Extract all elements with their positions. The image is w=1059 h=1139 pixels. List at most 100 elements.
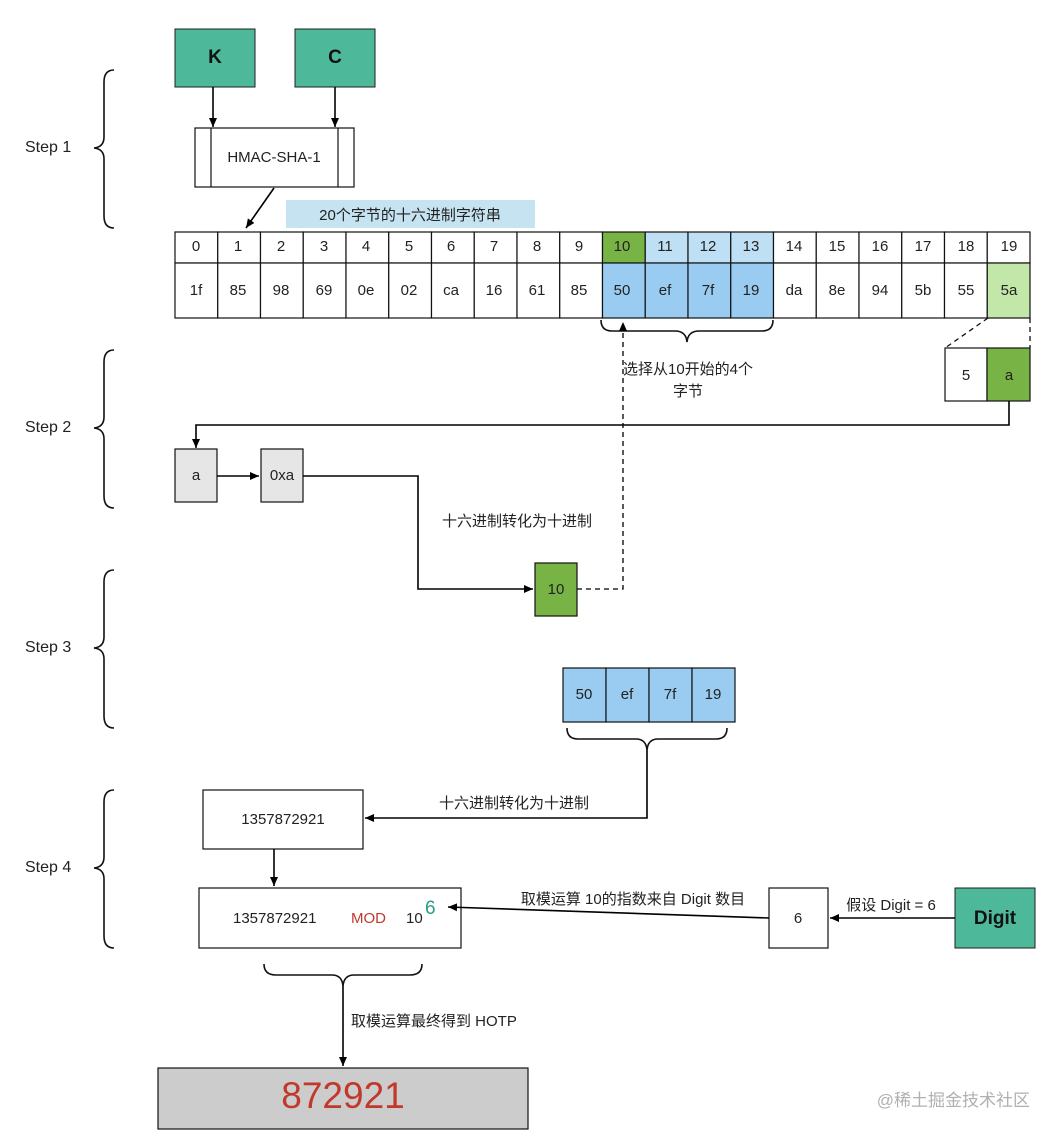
byte-index-cell: [730, 231, 775, 264]
step-3-brace: [93, 569, 115, 729]
select-caption-line-2: 字节: [673, 383, 703, 400]
byte-value-cell: [516, 262, 561, 319]
byte-index-cell: [772, 231, 817, 264]
byte-index: 8: [533, 238, 541, 255]
byte-value-cell: [259, 262, 304, 319]
mod-result-brace: [263, 963, 423, 987]
mod-number: 1357872921: [233, 910, 316, 927]
selected-byte-label: 7f: [664, 686, 677, 703]
hotp-caption: 取模运算最终得到 HOTP: [351, 1012, 517, 1030]
selected-byte-box: [691, 667, 736, 723]
byte-value: 55: [958, 282, 975, 299]
byte-value-cell: [815, 262, 860, 319]
byte-value: 1f: [190, 282, 203, 299]
selected-byte-label: 50: [576, 686, 593, 703]
byte-index: 13: [743, 238, 760, 255]
byte-value-cell: [345, 262, 390, 319]
byte-index: 0: [192, 238, 200, 255]
byte-value-cell: [601, 262, 646, 319]
key-k-label: K: [208, 47, 222, 68]
hex-to-decimal-arrow: [303, 475, 533, 593]
byte-index: 12: [700, 238, 717, 255]
low-nibble-label: a: [1005, 367, 1014, 384]
step-1-brace: [93, 69, 115, 229]
hex-label: 0xa: [270, 467, 295, 484]
byte-index: 11: [657, 238, 673, 255]
selected-byte-label: 19: [705, 686, 722, 703]
digit-value-label: 6: [794, 910, 802, 927]
offset-label: 10: [548, 581, 565, 598]
byte-index: 3: [320, 238, 328, 255]
byte-index: 7: [490, 238, 498, 255]
byte-value-cell: [687, 262, 732, 319]
hotp-box: [157, 1067, 529, 1130]
watermark: @稀土掘金技术社区: [877, 1091, 1030, 1110]
step-3-bytes-brace: [566, 727, 728, 751]
byte-value-cell: [174, 262, 219, 319]
byte-index: 6: [447, 238, 455, 255]
byte-value-cell: [901, 262, 946, 319]
byte-index-cell: [687, 231, 732, 264]
byte-index-cell: [388, 231, 433, 264]
byte-value: 94: [872, 282, 889, 299]
mod-caption: 取模运算 10的指数来自 Digit 数目: [521, 890, 745, 908]
low-nibble-box: [986, 347, 1031, 402]
byte-value: 69: [316, 282, 333, 299]
byte-table: [174, 231, 1031, 319]
byte-value: 5b: [915, 282, 932, 299]
byte-index: 1: [234, 238, 242, 255]
digit-input-label: Digit: [974, 908, 1017, 929]
bytes-caption-bg: [286, 200, 535, 228]
mod-expression-box: [198, 887, 462, 949]
byte-value: 16: [486, 282, 503, 299]
bytes-caption: 20个字节的十六进制字符串: [319, 207, 501, 224]
byte-index-cell: [430, 231, 475, 264]
byte-index: 17: [915, 238, 932, 255]
binary-number-box: [202, 789, 364, 850]
byte-value: 85: [571, 282, 588, 299]
byte-value: 19: [743, 282, 760, 299]
byte-index: 18: [958, 238, 975, 255]
byte-value-cell: [858, 262, 903, 319]
nibble-box: [174, 448, 218, 503]
byte-value: da: [786, 282, 803, 299]
selected-byte-box: [648, 667, 693, 723]
byte-index-cell: [217, 231, 262, 264]
digit-assumption: 假设 Digit = 6: [846, 897, 936, 914]
step-4-brace: [93, 789, 115, 949]
byte-index: 10: [614, 238, 631, 255]
byte-index: 4: [362, 238, 370, 255]
nibble-to-a-arrow: [192, 401, 1010, 448]
hex-to-dec-caption-2: 十六进制转化为十进制: [439, 795, 589, 812]
select-caption-line-1: 选择从10开始的4个: [623, 361, 753, 378]
hmac-box: [194, 127, 355, 188]
byte-index: 16: [872, 238, 889, 255]
key-k-box: [174, 28, 256, 88]
byte-value: 5a: [1001, 282, 1018, 299]
selected-bytes-brace: [600, 319, 774, 343]
hmac-to-bytes-arrow: [245, 187, 275, 229]
byte-value-cell: [559, 262, 604, 319]
byte-value: 7f: [702, 282, 715, 299]
hmac-label: HMAC-SHA-1: [227, 149, 320, 166]
byte-value: ca: [443, 282, 460, 299]
byte-value: ef: [659, 282, 672, 299]
byte-value: 0e: [358, 282, 375, 299]
byte-value-cell: [986, 262, 1031, 319]
mod-exponent: 6: [425, 898, 436, 919]
byte-table-text: 0 1 2 3 4 5 6 7 8 9 10 11 12 13 14 15 16…: [190, 238, 1018, 299]
step-4-label: Step 4: [25, 859, 71, 876]
byte-value: 85: [230, 282, 247, 299]
split-dash-left: [944, 317, 989, 349]
high-nibble-label: 5: [962, 367, 970, 384]
digit-input-box: [954, 887, 1036, 949]
digit-to-exponent-arrow: [447, 903, 770, 919]
byte-index-cell: [815, 231, 860, 264]
byte-value: 8e: [829, 282, 846, 299]
selected-byte-label: ef: [621, 686, 634, 703]
byte-value-cell: [772, 262, 817, 319]
byte-value-cell: [302, 262, 347, 319]
byte-index: 2: [277, 238, 285, 255]
byte-index: 19: [1001, 238, 1018, 255]
